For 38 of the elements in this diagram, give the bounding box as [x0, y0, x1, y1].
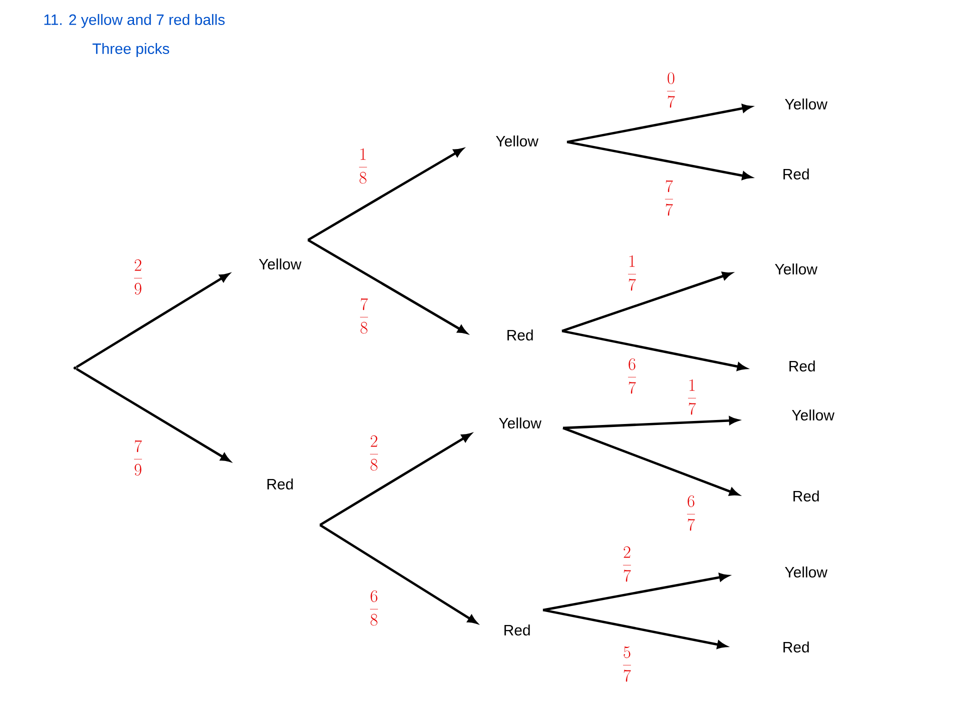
probability-fraction: $\frac{6}{8}$ — [370, 590, 378, 626]
probability-fraction: $\frac{2}{8}$ — [370, 435, 378, 471]
probability-fraction: $\frac{6}{7}$ — [687, 495, 695, 531]
branch-arrow — [562, 426, 739, 496]
branch-arrow — [562, 272, 732, 332]
outcome-label: Red — [267, 478, 293, 490]
outcome-label: Yellow — [496, 136, 538, 146]
outcome-label: Red — [783, 168, 809, 180]
outcome-label: Red — [789, 360, 815, 372]
branch-arrow — [76, 368, 230, 462]
outcome-label: Yellow — [784, 98, 828, 110]
probability-fraction: $\frac{1}{8}$ — [359, 148, 367, 184]
outcome-label: Red — [507, 330, 533, 340]
probability-fraction: $\frac{0}{7}$ — [667, 72, 675, 108]
branch-arrow — [319, 433, 472, 526]
branch-arrow — [76, 273, 230, 368]
probability-fraction: $\frac{7}{8}$ — [360, 298, 368, 334]
outcome-label: Red — [793, 490, 819, 502]
probability-fraction: $\frac{1}{7}$ — [688, 379, 696, 415]
outcome-label: Red — [783, 642, 809, 652]
probability-fraction: $\frac{1}{7}$ — [628, 255, 636, 291]
subtitle: Three picks — [92, 43, 170, 57]
probability-fraction: $\frac{7}{9}$ — [134, 440, 142, 476]
branch-arrow — [307, 238, 468, 334]
branch-arrow — [319, 524, 478, 624]
outcome-label: Yellow — [792, 410, 834, 420]
branch-point — [74, 366, 76, 370]
outcome-label: Yellow — [258, 258, 302, 270]
branch-arrow — [307, 148, 464, 242]
probability-fraction: $\frac{2}{7}$ — [623, 546, 631, 582]
outcome-label: Yellow — [774, 264, 818, 274]
title: 11. 2 yellow and 7 red balls — [44, 14, 225, 28]
probability-fraction: $\frac{5}{7}$ — [623, 646, 631, 682]
outcome-label: Red — [504, 624, 530, 636]
outcome-label: Yellow — [784, 566, 828, 578]
probability-fraction: $\frac{2}{9}$ — [134, 259, 142, 295]
probability-fraction: $\frac{7}{7}$ — [665, 180, 673, 216]
outcome-label: Yellow — [498, 418, 542, 428]
